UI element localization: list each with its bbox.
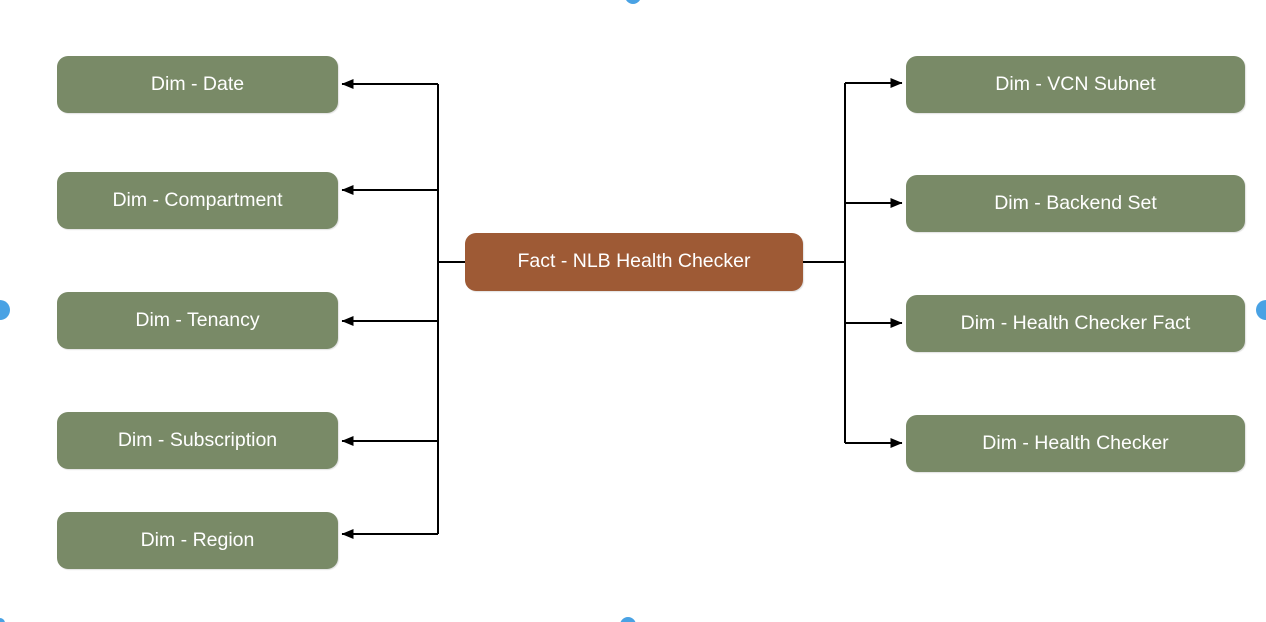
- node-label: Dim - VCN Subnet: [995, 72, 1156, 95]
- connection-handle-right-icon[interactable]: [1256, 300, 1266, 320]
- node-dim-vcn-subnet[interactable]: Dim - VCN Subnet: [906, 56, 1245, 113]
- connection-handle-bottom-left-icon[interactable]: [0, 618, 5, 622]
- connection-handle-bottom-icon[interactable]: [620, 617, 636, 622]
- node-dim-health-checker-fact[interactable]: Dim - Health Checker Fact: [906, 295, 1245, 352]
- node-fact-nlb-health-checker[interactable]: Fact - NLB Health Checker: [465, 233, 803, 291]
- node-dim-region[interactable]: Dim - Region: [57, 512, 338, 569]
- node-label: Dim - Tenancy: [135, 308, 260, 331]
- node-dim-health-checker[interactable]: Dim - Health Checker: [906, 415, 1245, 472]
- node-label: Dim - Subscription: [117, 428, 278, 451]
- node-dim-tenancy[interactable]: Dim - Tenancy: [57, 292, 338, 349]
- node-label: Dim - Compartment: [112, 188, 283, 211]
- node-dim-compartment[interactable]: Dim - Compartment: [57, 172, 338, 229]
- node-dim-subscription[interactable]: Dim - Subscription: [57, 412, 338, 469]
- node-dim-date[interactable]: Dim - Date: [57, 56, 338, 113]
- node-label: Dim - Backend Set: [994, 191, 1157, 214]
- node-label: Dim - Region: [140, 528, 255, 551]
- node-label: Dim - Health Checker Fact: [960, 311, 1191, 334]
- connection-handle-left-icon[interactable]: [0, 300, 10, 320]
- node-dim-backend-set[interactable]: Dim - Backend Set: [906, 175, 1245, 232]
- node-label: Fact - NLB Health Checker: [517, 250, 751, 273]
- node-label: Dim - Date: [150, 72, 245, 95]
- node-label: Dim - Health Checker: [982, 431, 1169, 454]
- connection-handle-top-icon[interactable]: [625, 0, 641, 4]
